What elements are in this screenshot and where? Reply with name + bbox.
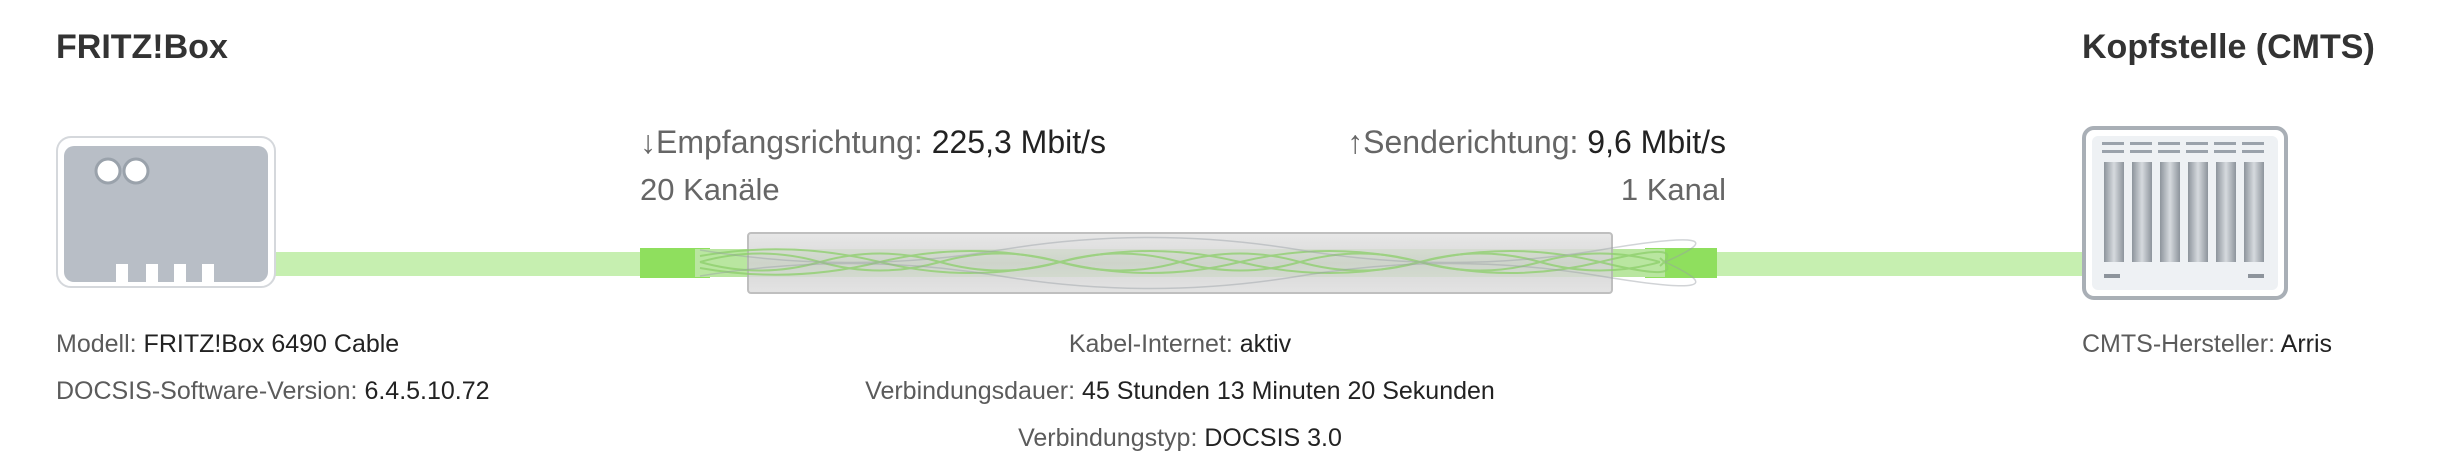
- connection-status-value: aktiv: [1239, 330, 1292, 358]
- connection-status: Kabel-Internet: aktiv: [720, 330, 1640, 359]
- downstream-rate: ↓Empfangsrichtung: 225,3 Mbit/s: [640, 124, 1106, 161]
- connection-duration-label: Verbindungsdauer:: [865, 377, 1076, 405]
- connection-duration-value: 45 Stunden 13 Minuten 20 Sekunden: [1082, 377, 1495, 405]
- upstream-arrow-icon: ↑: [1347, 124, 1364, 160]
- downstream-rate-value: 225,3 Mbit/s: [931, 124, 1107, 160]
- model-label: Modell:: [56, 330, 137, 358]
- model-value: FRITZ!Box 6490 Cable: [143, 330, 400, 358]
- upstream-rate: ↑Senderichtung: 9,6 Mbit/s: [1347, 124, 1726, 161]
- upstream-channels: 1 Kanal: [1620, 172, 1726, 207]
- docsis-value: 6.4.5.10.72: [364, 377, 490, 405]
- connection-duration: Verbindungsdauer: 45 Stunden 13 Minuten …: [720, 377, 1640, 406]
- docsis-label: DOCSIS-Software-Version:: [56, 377, 358, 405]
- cmts-vendor-value: Arris: [2280, 330, 2333, 358]
- downstream-arrow-icon: ↓: [640, 124, 656, 160]
- downstream-channels: 20 Kanäle: [640, 172, 780, 207]
- connection-type-label: Verbindungstyp:: [1018, 424, 1198, 452]
- model-info: Modell: FRITZ!Box 6490 Cable: [56, 330, 399, 359]
- cable-right: [1710, 252, 2095, 276]
- router-icon: [56, 136, 276, 288]
- cable-left: [270, 252, 650, 276]
- upstream-rate-value: 9,6 Mbit/s: [1587, 124, 1726, 160]
- docsis-info: DOCSIS-Software-Version: 6.4.5.10.72: [56, 377, 490, 406]
- connection-status-label: Kabel-Internet:: [1068, 330, 1233, 358]
- connection-type: Verbindungstyp: DOCSIS 3.0: [720, 424, 1640, 453]
- cmts-server-icon: [2082, 126, 2288, 300]
- cmts-vendor-info: CMTS-Hersteller: Arris: [2082, 330, 2332, 359]
- fritzbox-title: FRITZ!Box: [56, 28, 228, 66]
- downstream-label: Empfangsrichtung:: [656, 124, 923, 160]
- cmts-vendor-label: CMTS-Hersteller:: [2082, 330, 2276, 358]
- cable-braid: [699, 248, 1669, 276]
- connection-type-value: DOCSIS 3.0: [1204, 424, 1342, 452]
- upstream-label: Senderichtung:: [1363, 124, 1579, 160]
- cmts-title: Kopfstelle (CMTS): [2082, 28, 2375, 66]
